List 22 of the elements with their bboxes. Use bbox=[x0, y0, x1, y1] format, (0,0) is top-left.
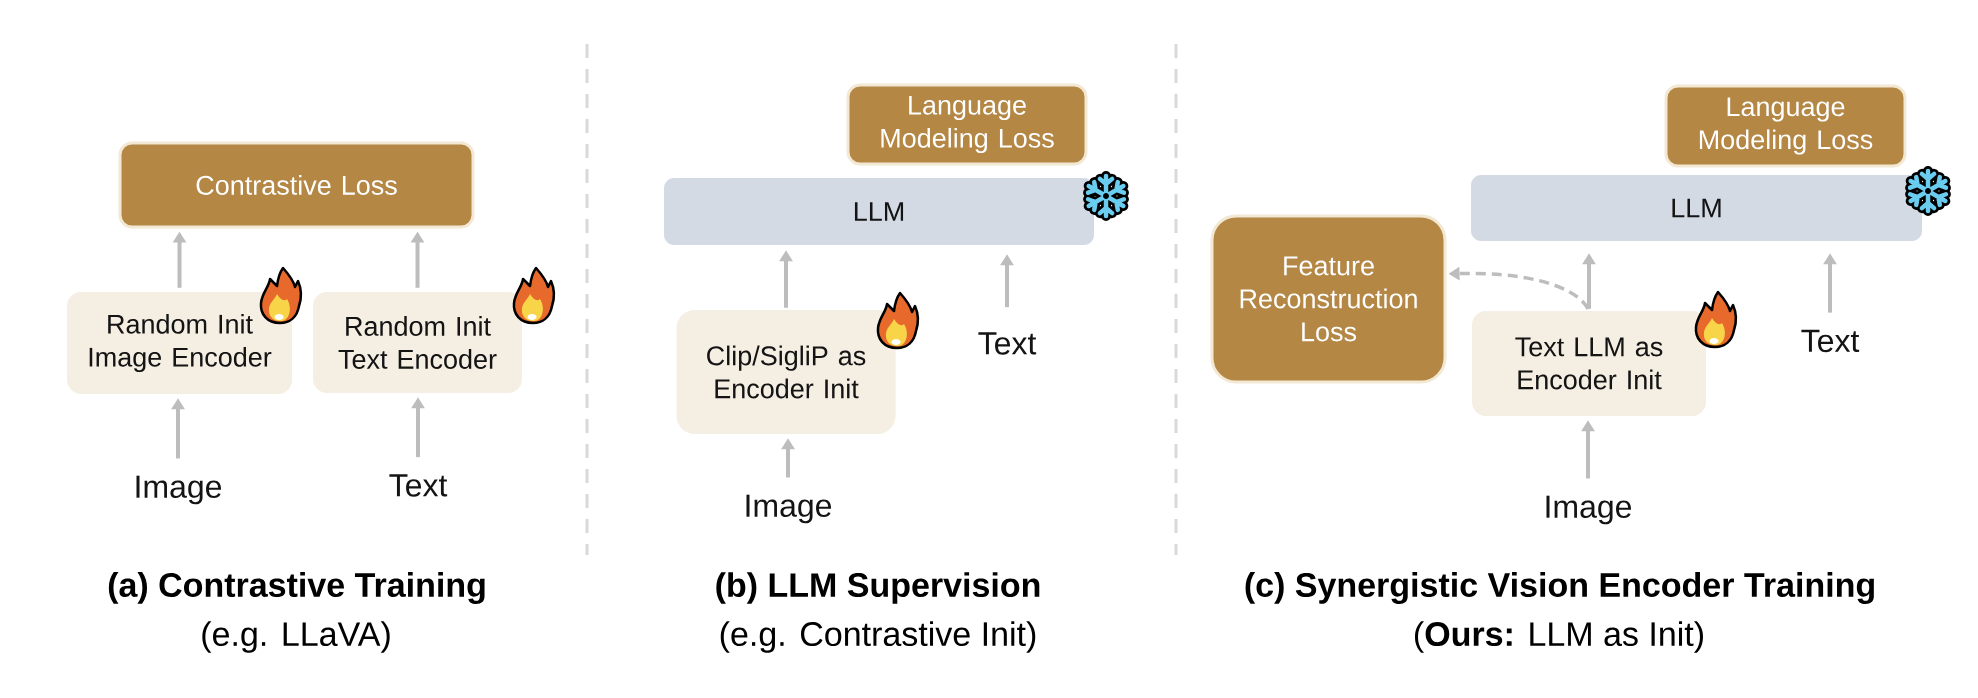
input-label: Text bbox=[389, 474, 448, 497]
encoder-box: Random Init Text Encoder bbox=[313, 292, 522, 393]
loss-box: Contrastive Loss bbox=[118, 141, 475, 229]
encoder-box: Text LLM as Encoder Init bbox=[1472, 311, 1706, 416]
loss-box: Language Modeling Loss bbox=[1664, 84, 1907, 168]
loss-box: Feature Reconstruction Loss bbox=[1210, 214, 1447, 384]
input-label: Text bbox=[1801, 329, 1860, 353]
input-label: Image bbox=[1546, 495, 1632, 525]
input-label: Text bbox=[978, 332, 1037, 355]
panel-caption: (a) Contrastive Training bbox=[108, 572, 485, 604]
input-label: Image bbox=[746, 494, 832, 524]
encoder-box: Random Init Image Encoder bbox=[67, 292, 292, 394]
panel-caption: (b) LLM Supervision bbox=[716, 572, 1040, 604]
llm-box: LLM bbox=[664, 178, 1094, 245]
encoder-box: Clip/SigliP as Encoder Init bbox=[676, 310, 896, 434]
input-label: Image bbox=[136, 475, 222, 505]
panel-caption: (c) Synergistic Vision Encoder Training bbox=[1245, 572, 1874, 604]
panel-subcaption: (e.g. LLaVA) bbox=[202, 621, 390, 653]
panel-subcaption: (Ours: LLM as Init) bbox=[1415, 621, 1703, 653]
panel-subcaption: (e.g. Contrastive Init) bbox=[720, 621, 1036, 653]
llm-box: LLM bbox=[1471, 175, 1922, 241]
loss-box: Language Modeling Loss bbox=[846, 83, 1088, 166]
